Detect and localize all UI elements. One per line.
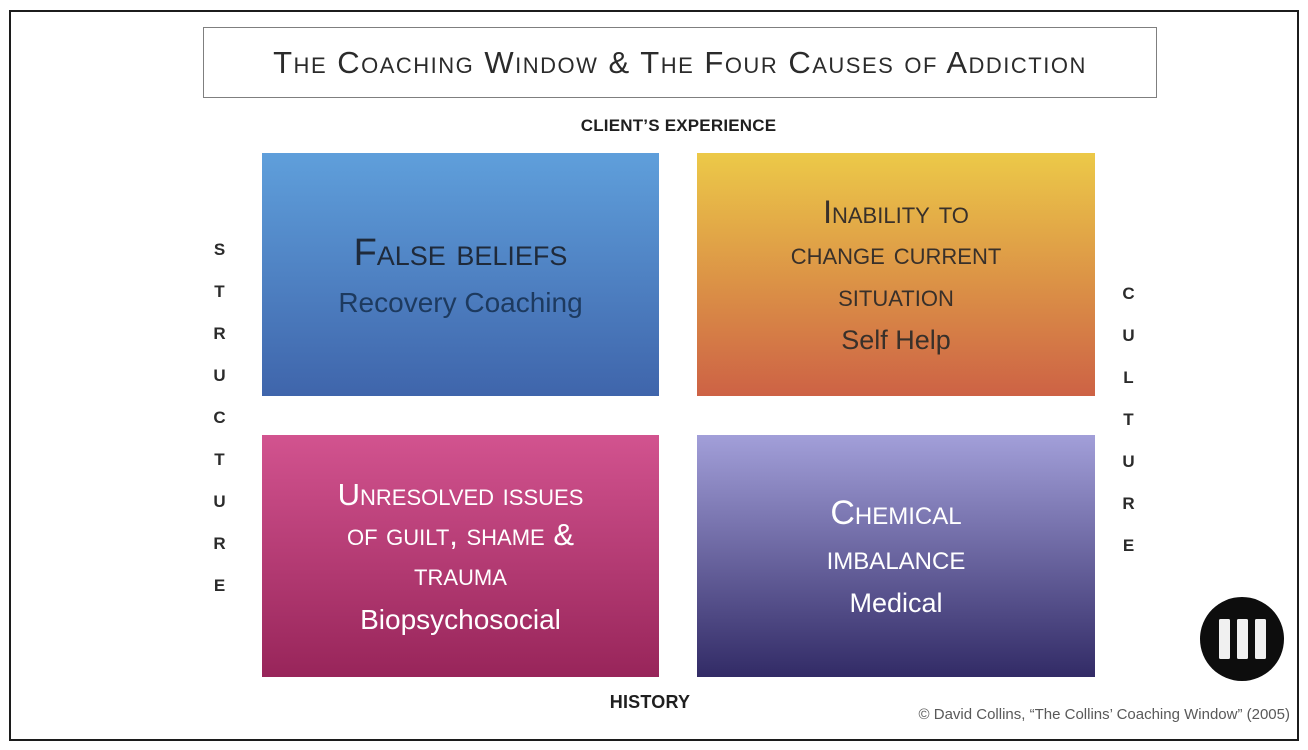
axis-label-culture: CULTURE <box>1119 284 1138 578</box>
quadrant-heading: Inability to change current situation <box>790 193 1002 313</box>
quadrant-inability-to-change: Inability to change current situation Se… <box>697 153 1095 396</box>
quadrant-subheading: Medical <box>849 587 943 618</box>
quadrant-heading: Unresolved issues of guilt, shame & trau… <box>337 476 584 593</box>
axis-label-structure: STRUCTURE <box>210 240 229 618</box>
quadrant-subheading: Recovery Coaching <box>338 287 583 319</box>
logo-bar <box>1218 619 1230 659</box>
quadrant-heading: False beliefs <box>353 231 568 274</box>
page-title: The Coaching Window & The Four Causes of… <box>273 44 1087 80</box>
logo-bar <box>1254 619 1266 659</box>
axis-label-clients-experience: CLIENT’S EXPERIENCE <box>580 116 777 135</box>
quadrant-chemical-imbalance: Chemical imbalance Medical <box>697 435 1095 677</box>
logo-bar <box>1236 619 1248 659</box>
title-box: The Coaching Window & The Four Causes of… <box>203 27 1157 98</box>
axis-label-history: HISTORY <box>609 692 691 712</box>
three-vertical-bars-logo-icon <box>1200 597 1284 681</box>
copyright-text: © David Collins, “The Collins’ Coaching … <box>918 706 1290 723</box>
quadrant-false-beliefs: False beliefs Recovery Coaching <box>262 153 659 396</box>
quadrant-subheading: Self Help <box>841 324 951 355</box>
quadrant-unresolved-issues: Unresolved issues of guilt, shame & trau… <box>262 435 659 677</box>
quadrant-heading: Chemical imbalance <box>826 494 966 577</box>
quadrant-subheading: Biopsychosocial <box>360 604 561 636</box>
